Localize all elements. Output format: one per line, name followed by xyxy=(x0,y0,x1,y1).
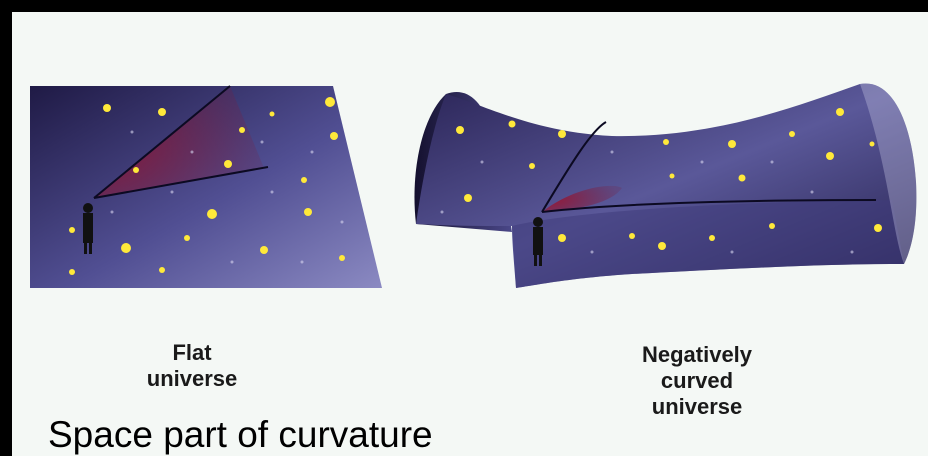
slide-caption: Space part of curvature xyxy=(48,414,433,456)
flat-universe-sheet xyxy=(30,86,382,288)
flat-label-line-1: Flat xyxy=(132,340,252,366)
negatively-curved-universe-sheet xyxy=(414,83,916,288)
negative-label-line-3: universe xyxy=(602,394,792,420)
flat-label-line-2: universe xyxy=(132,366,252,392)
flat-universe-label: Flat universe xyxy=(132,340,252,392)
diagram-frame: Flat universe Negatively curved universe… xyxy=(12,12,928,456)
negatively-curved-universe-label: Negatively curved universe xyxy=(602,342,792,420)
negative-label-line-1: Negatively xyxy=(602,342,792,368)
negative-label-line-2: curved xyxy=(602,368,792,394)
